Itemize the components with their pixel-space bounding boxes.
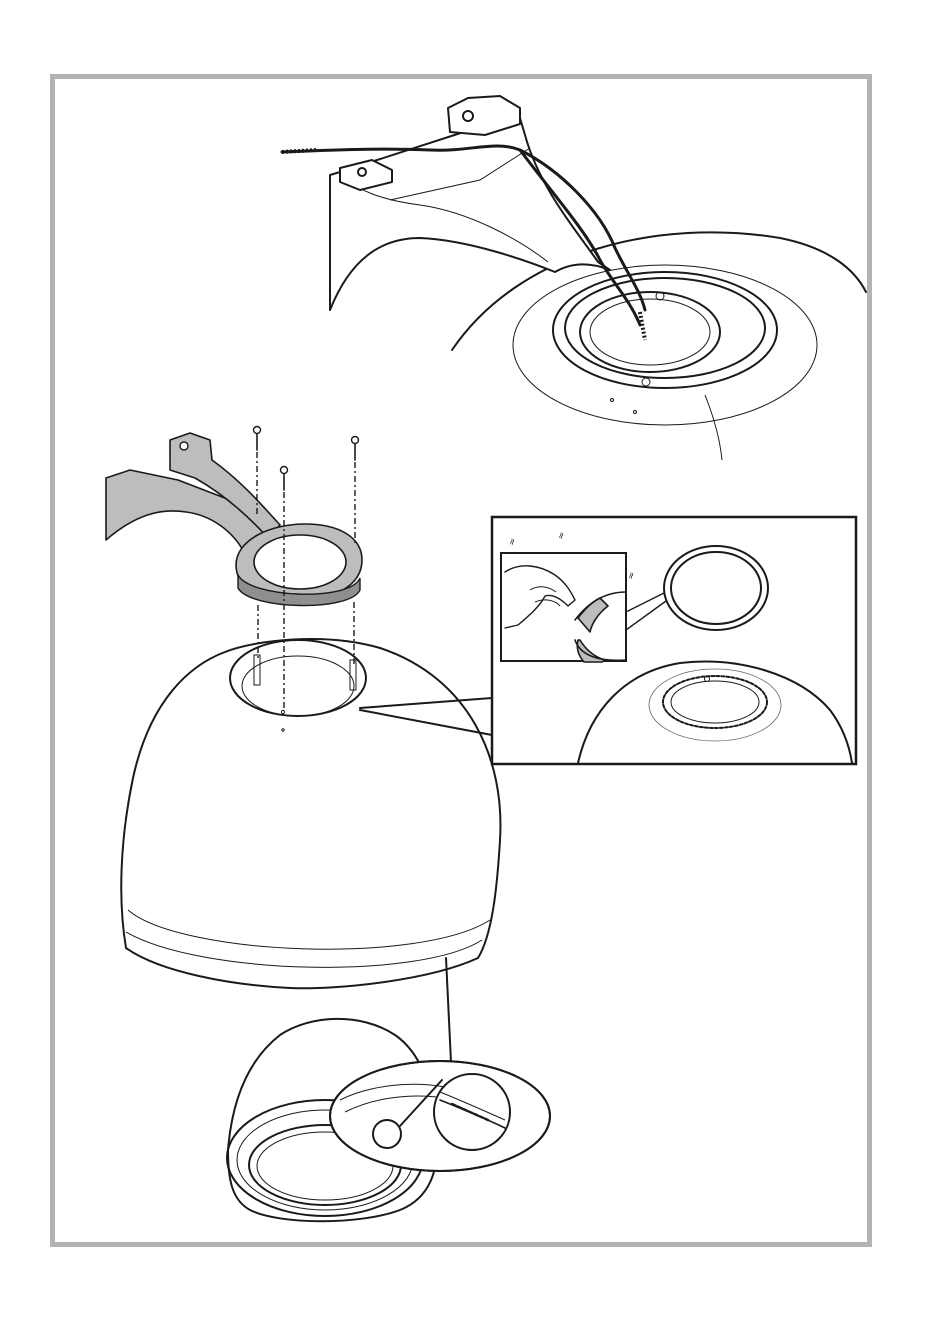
hood-top-opening-inner bbox=[242, 656, 354, 716]
screw bbox=[281, 467, 288, 491]
hood-bottom-edge bbox=[126, 932, 482, 967]
hood-top-opening bbox=[230, 640, 366, 716]
figure-gasket-detail: ≈ ≈ ≈ bbox=[492, 517, 856, 764]
bracket-ring-inner bbox=[590, 299, 710, 365]
hood-body bbox=[121, 639, 500, 988]
figure-bracket-on-hood bbox=[106, 427, 500, 989]
figure-hood-bottom bbox=[227, 958, 550, 1221]
bracket-ring-opening bbox=[254, 535, 346, 589]
leader-line bbox=[446, 958, 451, 1062]
cable-end bbox=[282, 150, 316, 152]
callout-pointer bbox=[360, 698, 492, 735]
screw-hole bbox=[281, 710, 284, 713]
hood-bottom-edge bbox=[128, 910, 490, 949]
cable-end bbox=[640, 312, 645, 340]
bracket-ring-opening bbox=[580, 292, 720, 372]
leader-line bbox=[705, 395, 722, 460]
bracket-tab-hole bbox=[180, 442, 188, 450]
screw-hole bbox=[611, 399, 614, 402]
screw-hole bbox=[282, 729, 284, 731]
hood-guide-post bbox=[254, 655, 260, 685]
canopy-outer-ring bbox=[513, 265, 817, 425]
screw bbox=[254, 427, 261, 451]
figure-ceiling-bracket bbox=[282, 96, 866, 460]
screw bbox=[352, 437, 359, 461]
screw-hole bbox=[634, 411, 637, 414]
screw-hole bbox=[642, 378, 650, 386]
